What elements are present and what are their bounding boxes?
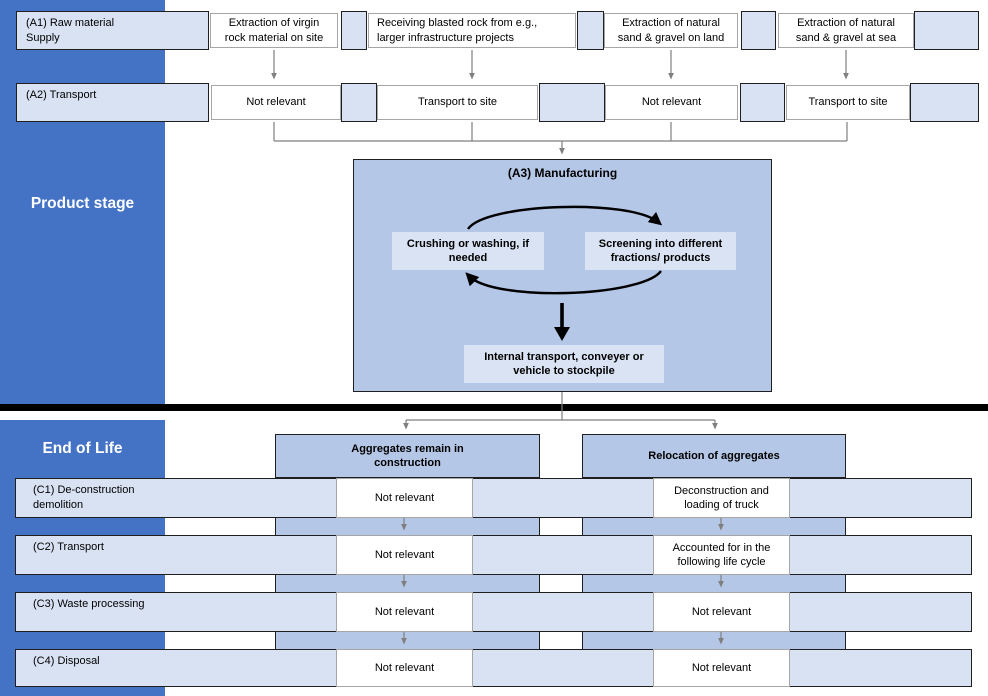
row-c2-strip: (C2) Transport: [15, 535, 972, 575]
a1-cell-sand-gravel-land: Extraction of natural sand & gravel on l…: [604, 13, 738, 48]
row-a1-label-box: (A1) Raw material Supply: [16, 11, 209, 50]
a2-cell-1: Not relevant: [211, 85, 341, 120]
row-c4-strip: (C4) Disposal: [15, 649, 972, 687]
a2-cell-4: Transport to site: [786, 85, 910, 120]
sidebar-product-stage: Product stage: [0, 0, 165, 404]
eol-cell-c3-relocation: Not relevant: [653, 592, 790, 632]
eol-cell-c4-relocation: Not relevant: [653, 649, 790, 687]
column-header-relocation-label: Relocation of aggregates: [648, 449, 780, 462]
crushing-washing-box: Crushing or washing, if needed: [392, 232, 544, 270]
spacer-box: [741, 11, 776, 50]
spacer-box: [341, 83, 377, 122]
product-stage-label: Product stage: [30, 195, 135, 212]
row-c4-label: (C4) Disposal: [33, 655, 100, 667]
screening-box: Screening into different fractions/ prod…: [585, 232, 736, 270]
row-c1-label: (C1) De-construction demolition: [33, 484, 135, 511]
a1-cell-blasted-rock: Receiving blasted rock from e.g., larger…: [368, 13, 576, 48]
a2-cell-2: Transport to site: [377, 85, 538, 120]
manufacturing-box: (A3) Manufacturing Crushing or washing, …: [353, 159, 772, 392]
eol-cell-c1-relocation: Deconstruction and loading of truck: [653, 478, 790, 518]
spacer-box: [539, 83, 605, 122]
manufacturing-title: (A3) Manufacturing: [507, 166, 618, 180]
row-c1-strip: (C1) De-construction demolition: [15, 478, 972, 518]
eol-cell-c4-remain: Not relevant: [336, 649, 473, 687]
column-header-aggregates-remain: Aggregates remain in construction: [275, 434, 540, 478]
row-a2-label: (A2) Transport: [26, 89, 97, 101]
spacer-box: [914, 11, 979, 50]
end-of-life-label: End of Life: [42, 440, 123, 457]
row-c3-label: (C3) Waste processing: [33, 598, 145, 610]
spacer-box: [740, 83, 785, 122]
a1-cell-virgin-rock: Extraction of virgin rock material on si…: [210, 13, 338, 48]
row-c2-label: (C2) Transport: [33, 541, 104, 553]
spacer-box: [910, 83, 979, 122]
spacer-box: [577, 11, 604, 50]
eol-cell-c1-remain: Not relevant: [336, 478, 473, 518]
column-header-aggregates-remain-label: Aggregates remain in construction: [351, 442, 464, 469]
column-header-relocation: Relocation of aggregates: [582, 434, 846, 478]
internal-transport-box: Internal transport, conveyer or vehicle …: [464, 345, 664, 383]
eol-cell-c2-relocation: Accounted for in the following life cycl…: [653, 535, 790, 575]
stage-divider-line: [0, 404, 988, 411]
row-a1-label: (A1) Raw material Supply: [26, 17, 115, 44]
eol-cell-c3-remain: Not relevant: [336, 592, 473, 632]
eol-cell-c2-remain: Not relevant: [336, 535, 473, 575]
row-a2-label-box: (A2) Transport: [16, 83, 209, 122]
a2-cell-3: Not relevant: [605, 85, 738, 120]
spacer-box: [341, 11, 367, 50]
row-c3-strip: (C3) Waste processing: [15, 592, 972, 632]
a1-cell-sand-gravel-sea: Extraction of natural sand & gravel at s…: [778, 13, 914, 48]
